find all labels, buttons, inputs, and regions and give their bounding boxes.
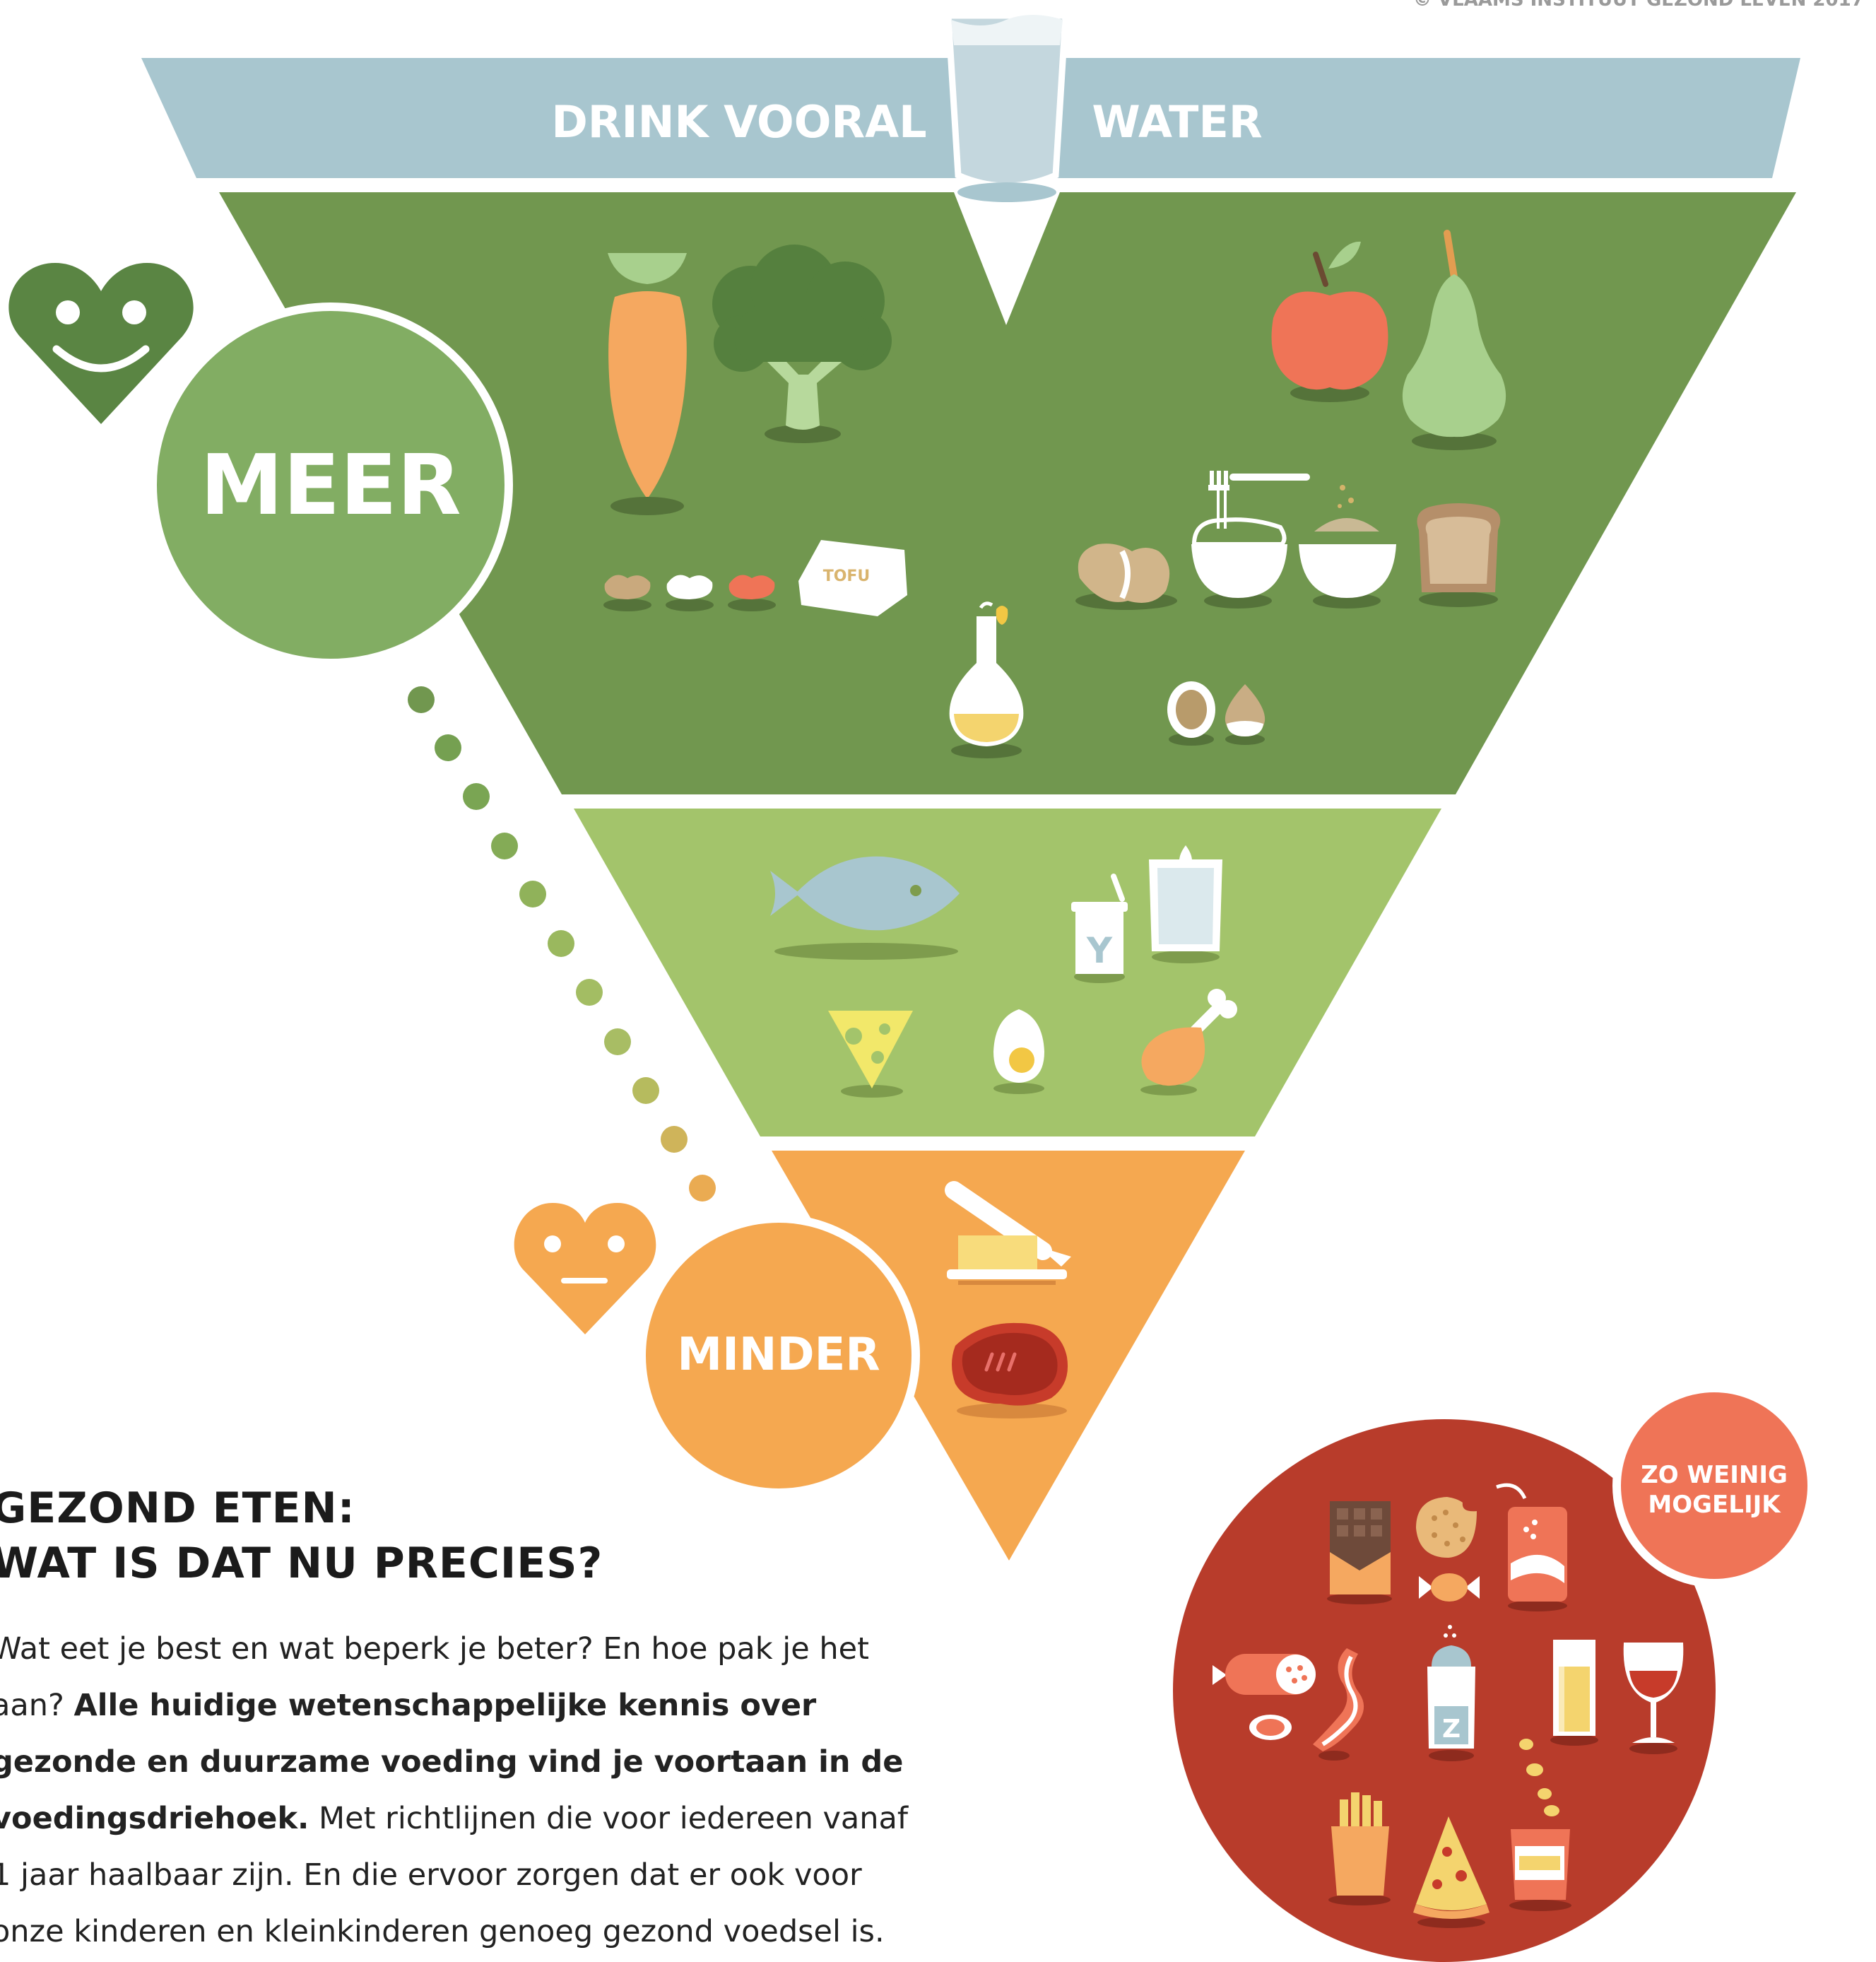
neutral-heart-icon	[514, 1203, 656, 1334]
meer-circle: MEER	[148, 302, 513, 667]
broccoli-icon	[712, 245, 892, 443]
chocolate-icon	[1327, 1501, 1392, 1604]
beans-icon	[603, 575, 776, 611]
intro-section: GEZOND ETEN: WAT IS DAT NU PRECIES? Wat …	[0, 1481, 931, 1960]
minder-circle: MINDER	[637, 1214, 920, 1497]
beer-icon	[1550, 1640, 1598, 1746]
intro-text-plain-1: Wat eet je best en wat beperk je beter? …	[0, 1631, 869, 1723]
candy-icon	[1419, 1573, 1480, 1602]
chicken-leg-icon	[1140, 989, 1237, 1095]
dotted-path	[408, 686, 716, 1202]
intro-title-line1: GEZOND ETEN:	[0, 1484, 355, 1533]
zo-weinig-label-line2: MOGELIJK	[1648, 1491, 1781, 1519]
intro-title: GEZOND ETEN: WAT IS DAT NU PRECIES?	[0, 1481, 931, 1591]
carrot-icon	[608, 253, 687, 515]
zo-weinig-label-line1: ZO WEINIG	[1641, 1461, 1788, 1489]
intro-text-plain-2: Met richtlijnen die voor iedereen vanaf …	[0, 1801, 909, 1949]
pasta-icon	[1191, 471, 1310, 609]
bread-icon	[1417, 503, 1501, 607]
chips-icon	[1509, 1739, 1571, 1911]
meer-label: MEER	[200, 436, 461, 534]
yoghurt-icon: Y	[1071, 874, 1128, 983]
water-label-left: DRINK VOORAL	[551, 96, 926, 148]
intro-text-bold: Alle huidige wetenschappelijke kennis ov…	[0, 1688, 904, 1836]
olive-oil-icon	[949, 601, 1024, 758]
bacon-icon	[1313, 1648, 1364, 1761]
milk-icon	[1149, 845, 1222, 963]
salami-icon	[1213, 1654, 1316, 1740]
tofu-label: TOFU	[823, 568, 871, 585]
pizza-icon	[1413, 1816, 1489, 1928]
yoghurt-letter: Y	[1086, 930, 1113, 971]
water-label-right: WATER	[1092, 96, 1262, 148]
grain-bowl-icon	[1299, 485, 1396, 609]
nuts-icon	[1167, 681, 1266, 746]
egg-icon	[993, 1009, 1044, 1094]
pear-icon	[1402, 230, 1506, 450]
wine-icon	[1623, 1643, 1684, 1754]
soda-can-icon	[1496, 1483, 1567, 1611]
potato-icon	[1075, 544, 1177, 610]
intro-paragraph: Wat eet je best en wat beperk je beter? …	[0, 1621, 931, 1960]
apple-icon	[1271, 241, 1388, 402]
glass-of-water-icon	[945, 12, 1069, 202]
cookie-icon	[1416, 1497, 1477, 1558]
fish-icon	[770, 856, 960, 960]
fries-icon	[1328, 1792, 1391, 1905]
minder-label: MINDER	[677, 1329, 880, 1381]
salt-shaker-icon: Z	[1427, 1625, 1475, 1761]
tofu-icon: TOFU	[798, 540, 907, 616]
copyright-text: © VLAAMS INSTITUUT GEZOND LEVEN 2017	[1413, 0, 1864, 11]
zo-weinig-badge: ZO WEINIG MOGELIJK	[1612, 1384, 1816, 1587]
cheese-icon	[828, 1011, 913, 1098]
salt-letter: Z	[1442, 1715, 1461, 1744]
intro-title-line2: WAT IS DAT NU PRECIES?	[0, 1539, 603, 1588]
butter-icon	[945, 1181, 1071, 1285]
happy-heart-icon	[8, 263, 194, 424]
red-meat-icon	[952, 1322, 1068, 1418]
